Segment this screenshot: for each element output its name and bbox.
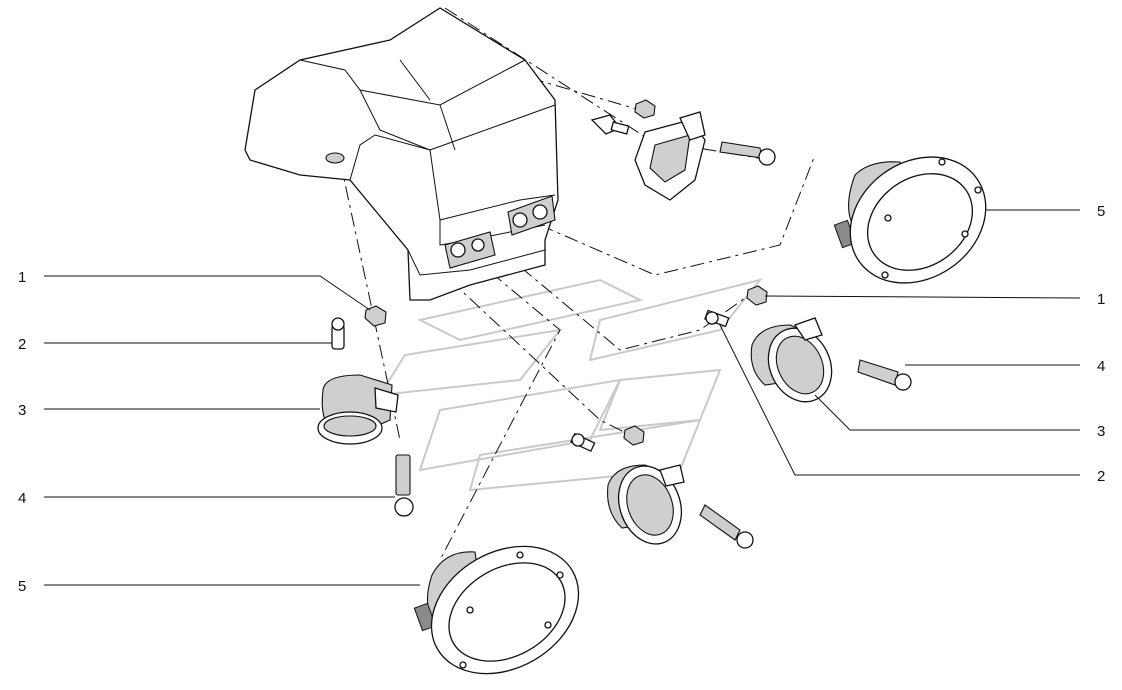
- right-fog-lamp: [704, 285, 912, 403]
- callout-right-4: 4: [1097, 358, 1105, 375]
- leader-right-3: [814, 394, 1080, 431]
- leader-right-2: [719, 324, 1080, 476]
- callout-right-1: 1: [1097, 291, 1105, 308]
- callout-right-2: 2: [1097, 468, 1105, 485]
- callout-right-5: 5: [1097, 203, 1105, 220]
- left-headlight: [413, 545, 580, 675]
- leader-left-1: [44, 275, 371, 311]
- callout-left-4: 4: [18, 490, 26, 507]
- watermark: [378, 278, 763, 492]
- callout-left-5: 5: [18, 578, 26, 595]
- callout-left-3: 3: [18, 402, 26, 419]
- upper-lamp-assembly: [590, 99, 776, 201]
- callout-right-3: 3: [1097, 423, 1105, 440]
- left-fog-lamp: [317, 305, 414, 517]
- right-headlight: [833, 156, 987, 284]
- right-callouts: 5 1 4 3 2: [719, 203, 1105, 485]
- callout-left-2: 2: [18, 336, 26, 353]
- center-fog-lamp: [570, 425, 754, 549]
- leader-right-1: [764, 295, 1081, 299]
- callout-left-1: 1: [18, 269, 26, 286]
- cab-housing: [244, 7, 559, 301]
- left-callouts: 1 2 3 4 5: [18, 269, 420, 595]
